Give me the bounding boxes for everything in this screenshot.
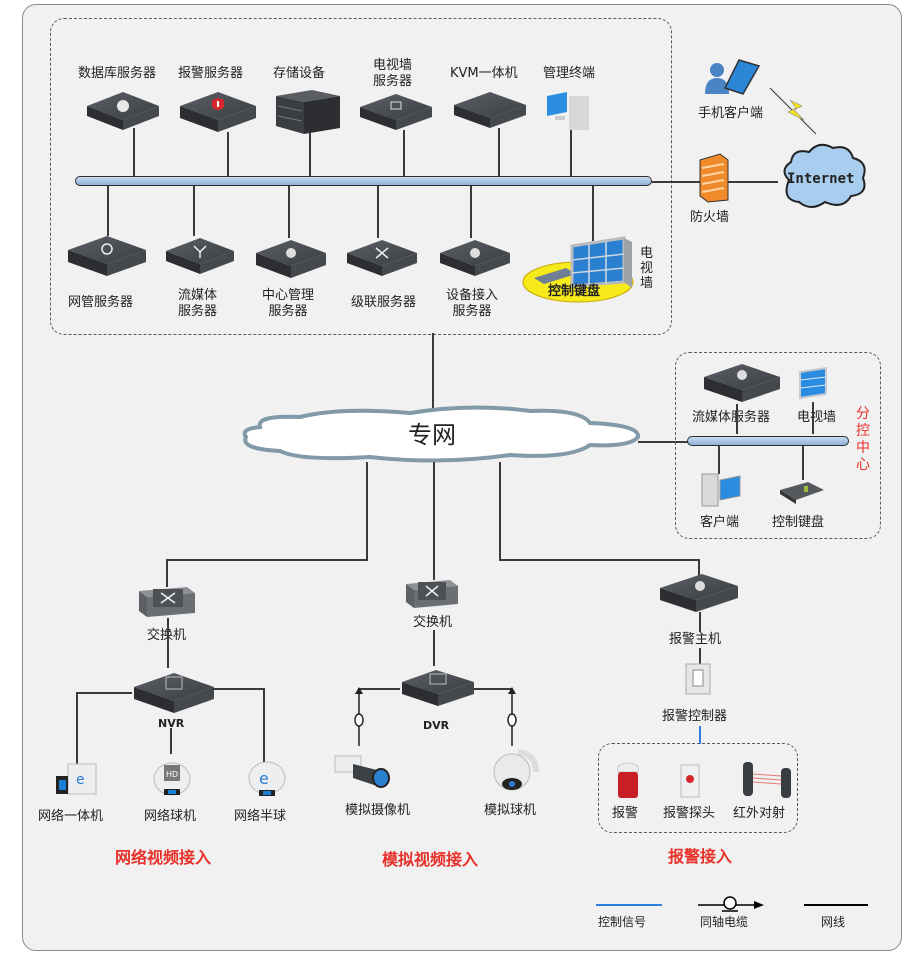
- label-dvr: DVR: [423, 719, 450, 732]
- private-network-cloud-icon: [242, 405, 640, 463]
- nvr-switch-icon: [139, 587, 195, 617]
- label-cascade-server: 级联服务器: [351, 295, 417, 310]
- branch-streaming-server-icon: [704, 364, 780, 402]
- label-alarm-host: 报警主机: [669, 632, 722, 648]
- alarm-siren-icon: [617, 762, 639, 798]
- internet-cloud-icon: [783, 143, 866, 208]
- label-alarm-detector: 报警探头: [663, 806, 716, 821]
- label-central-management-server: 中心管理 服务器: [262, 288, 315, 319]
- streaming-server-icon: [166, 238, 234, 274]
- storage-device-icon: [276, 90, 340, 134]
- coax-connector-right: [507, 687, 517, 746]
- core-backbone-bus: [75, 176, 652, 186]
- label-branch-streaming-server: 流媒体服务器: [692, 410, 771, 425]
- legend-control-signal-label: 控制信号: [598, 915, 647, 929]
- legend-control-signal-line: [596, 904, 662, 906]
- branch-control-center-group: [675, 352, 881, 539]
- alarm-server-icon: [180, 92, 256, 132]
- label-internet: Internet: [787, 171, 855, 187]
- label-kvm-unit: KVM一体机: [450, 66, 518, 81]
- svg-text:e: e: [76, 772, 85, 788]
- label-network-half-dome: 网络半球: [234, 809, 287, 824]
- label-alarm-controller: 报警控制器: [662, 709, 728, 724]
- cascade-server-icon: [347, 240, 417, 276]
- branch-control-keyboard-icon: [780, 482, 824, 504]
- analog-camera-icon: [334, 755, 390, 788]
- label-storage-device: 存储设备: [273, 66, 326, 81]
- label-alarm-siren: 报警: [612, 806, 639, 821]
- nvr-icon: [134, 673, 214, 713]
- alarm-access-title: 报警接入: [668, 847, 733, 866]
- legend-coax-cable-symbol: [698, 896, 764, 912]
- analog-dome-camera-icon: [493, 749, 539, 791]
- label-analog-dome-camera: 模拟球机: [484, 803, 537, 818]
- network-half-dome-camera-icon: e: [248, 761, 286, 796]
- label-control-keyboard: 控制键盘: [548, 284, 601, 299]
- alarm-host-icon: [660, 574, 738, 612]
- label-network-bullet-camera: 网络一体机: [38, 809, 104, 824]
- mobile-client-icon: [705, 59, 761, 95]
- label-tv-wall: 电 视 墙: [640, 246, 654, 291]
- branch-title: 分 控 中 心: [856, 406, 870, 473]
- svg-text:e: e: [259, 769, 269, 788]
- network-management-server-icon: [68, 236, 146, 276]
- label-nvr-switch: 交换机: [147, 628, 186, 644]
- label-private-network: 专网: [408, 421, 456, 449]
- label-branch-client: 客户端: [700, 515, 740, 530]
- wireless-link-icon: [769, 87, 817, 135]
- label-device-access-server: 设备接入 服务器: [446, 288, 499, 319]
- alarm-controller-icon: [685, 663, 711, 695]
- infrared-beam-icon: [743, 762, 791, 798]
- svg-text:HD: HD: [166, 770, 178, 779]
- label-network-dome-camera: 网络球机: [144, 809, 197, 824]
- database-server-icon: [87, 92, 159, 130]
- label-alarm-server: 报警服务器: [178, 66, 244, 81]
- legend-network-cable-line: [804, 904, 868, 906]
- central-management-server-icon: [256, 240, 326, 278]
- branch-bus: [687, 436, 849, 446]
- label-infrared-beam: 红外对射: [733, 806, 786, 821]
- label-branch-tv-wall: 电视墙: [797, 410, 837, 425]
- label-branch-control-keyboard: 控制键盘: [772, 515, 825, 530]
- dvr-icon: [402, 670, 474, 706]
- label-firewall: 防火墙: [690, 210, 730, 225]
- network-dome-camera-icon: HD: [153, 762, 191, 796]
- label-database-server: 数据库服务器: [78, 66, 157, 81]
- alarm-devices-group: [598, 743, 798, 833]
- label-network-management-server: 网管服务器: [68, 295, 134, 310]
- coax-connector-left: [354, 687, 364, 746]
- analog-video-access-title: 模拟视频接入: [382, 850, 479, 869]
- legend-network-cable-label: 网线: [821, 915, 846, 929]
- device-access-server-icon: [440, 240, 510, 276]
- label-mobile-client: 手机客户端: [698, 106, 764, 121]
- legend-coax-cable-label: 同轴电缆: [700, 915, 749, 929]
- label-dvr-switch: 交换机: [413, 615, 453, 630]
- dvr-switch-icon: [406, 580, 458, 608]
- management-terminal-icon: [547, 92, 589, 130]
- label-management-terminal: 管理终端: [543, 66, 596, 81]
- alarm-detector-icon: [680, 764, 700, 798]
- label-tv-wall-server: 电视墙 服务器: [373, 58, 413, 89]
- tv-wall-server-icon: [360, 94, 432, 130]
- network-bullet-camera-icon: e: [56, 763, 97, 795]
- tv-wall-icon: [570, 236, 632, 288]
- firewall-icon: [699, 153, 729, 203]
- core-center-group: [50, 18, 672, 335]
- label-analog-camera: 模拟摄像机: [345, 803, 411, 818]
- kvm-unit-icon: [454, 92, 526, 128]
- branch-tv-wall-icon: [799, 366, 827, 400]
- label-nvr: NVR: [158, 717, 185, 730]
- network-video-access-title: 网络视频接入: [115, 848, 212, 867]
- label-streaming-server: 流媒体 服务器: [178, 288, 218, 319]
- branch-client-icon: [701, 473, 741, 507]
